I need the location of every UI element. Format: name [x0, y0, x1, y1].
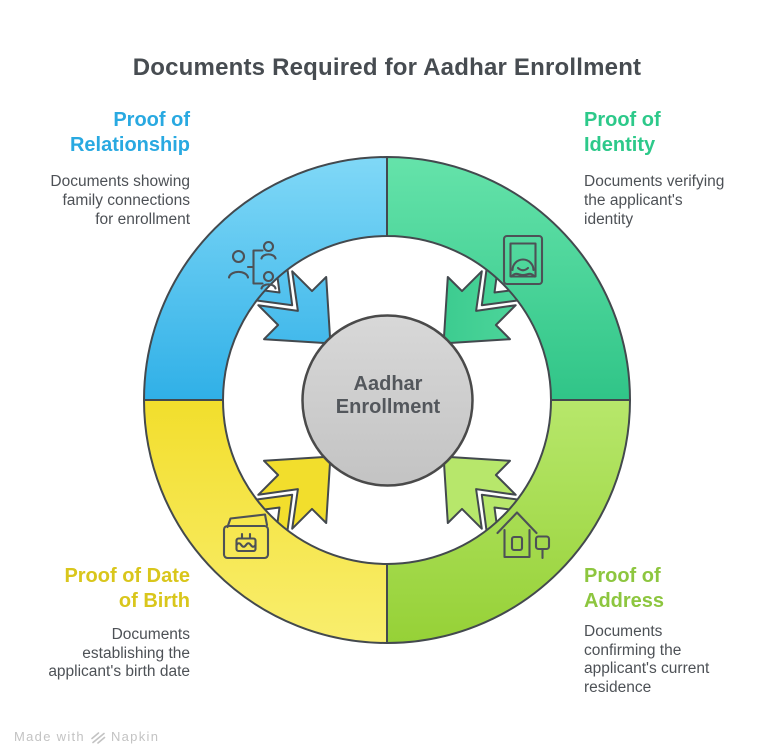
family-tree-icon [227, 240, 277, 290]
heading-line: Identity [584, 134, 656, 156]
description-line: Documents showing [50, 173, 190, 190]
description-line: applicant's current [584, 660, 710, 677]
heading-line: Address [584, 590, 665, 612]
watermark-prefix: Made with [14, 729, 85, 744]
heading-proof-of-relationship: Proof of Relationship [70, 108, 190, 158]
heading-proof-of-identity: Proof of Identity [584, 108, 661, 158]
description-line: the applicant's [584, 192, 683, 209]
page-title: Documents Required for Aadhar Enrollment [132, 54, 642, 81]
heading-line: Relationship [69, 134, 190, 156]
description-line: Documents [584, 623, 663, 640]
heading-line: Proof of [584, 109, 661, 131]
center-hub-label: Aadhar Enrollment [303, 373, 473, 418]
heading-line: Proof of [584, 565, 661, 587]
description-line: establishing the [82, 644, 190, 662]
description-line: family connections [62, 192, 190, 209]
description-line: for enrollment [95, 211, 190, 228]
napkin-logo-icon [91, 731, 106, 744]
quadrant-relationship-sector [143, 156, 388, 401]
made-with-napkin-watermark: Made with Napkin [14, 729, 159, 744]
description-line: applicant's birth date [48, 663, 190, 680]
description-line: confirming the [584, 641, 682, 659]
heading-proof-of-address: Proof of Address [584, 564, 664, 614]
description-line: residence [584, 678, 652, 696]
house-pin-icon [496, 511, 551, 560]
birthday-card-icon [222, 513, 270, 560]
heading-line: Proof of [113, 109, 190, 131]
watermark-brand: Napkin [110, 729, 160, 744]
heading-line: of Birth [118, 590, 190, 612]
description-proof-of-relationship: Documents showing family connections for… [50, 172, 190, 229]
description-proof-of-identity: Documents verifying the applicant's iden… [584, 172, 724, 229]
description-line: Documents verifying [584, 173, 725, 190]
description-line: Documents [111, 626, 190, 643]
description-proof-of-address: Documents confirming the applicant's cur… [584, 623, 709, 697]
center-hub-circle [301, 314, 474, 487]
center-label-line: Aadhar [353, 373, 423, 395]
heading-line: Proof of Date [64, 565, 190, 587]
center-label-line: Enrollment [335, 395, 441, 418]
description-proof-of-date-of-birth: Documents establishing the applicant's b… [48, 626, 190, 682]
description-line: identity [584, 211, 634, 228]
quadrant-identity-sector [386, 156, 631, 401]
id-portrait-icon [502, 234, 544, 286]
heading-proof-of-date-of-birth: Proof of Date of Birth [64, 564, 190, 614]
